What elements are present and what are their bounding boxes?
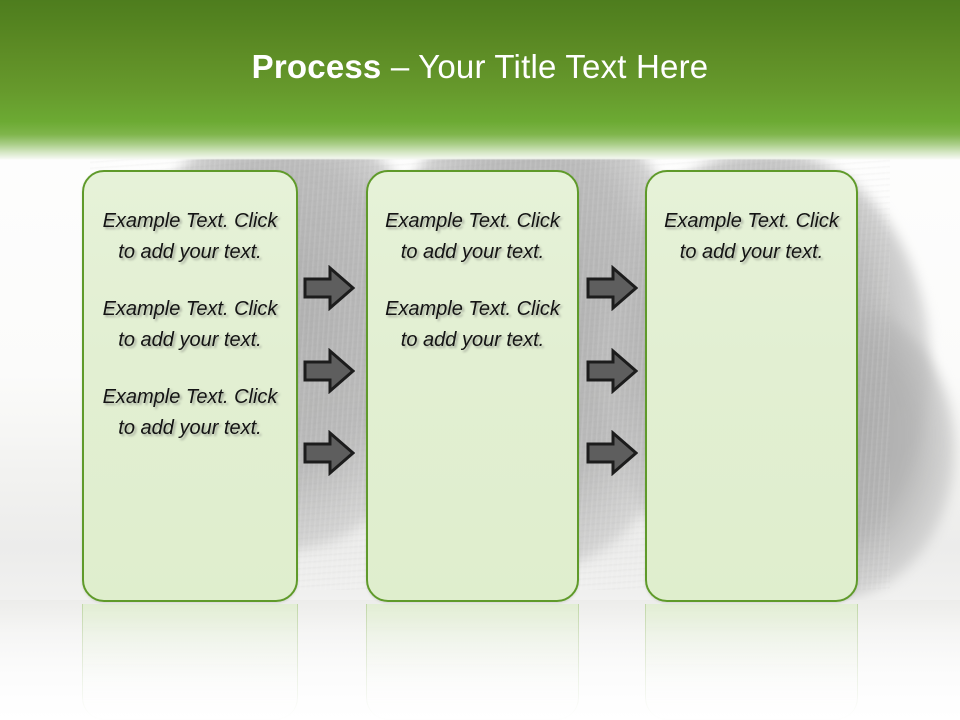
page-title-bold: Process — [251, 48, 382, 85]
process-step-1-paragraph-2[interactable]: Example Text. Click to add your text. — [102, 298, 278, 351]
process-step-2-paragraph-1[interactable]: Example Text. Click to add your text. — [385, 210, 560, 263]
process-step-2-paragraph-2[interactable]: Example Text. Click to add your text. — [385, 298, 560, 351]
header-band — [0, 0, 960, 160]
arrow-step2-to-step3-row1 — [586, 265, 638, 311]
right-arrow-icon — [586, 348, 638, 394]
right-arrow-icon — [586, 265, 638, 311]
page-title: Process – Your Title Text Here — [0, 47, 960, 87]
reflection-step-1 — [82, 604, 298, 720]
process-step-1-paragraph-1[interactable]: Example Text. Click to add your text. — [102, 210, 278, 263]
page-title-rest: – Your Title Text Here — [381, 48, 709, 85]
process-step-3-card[interactable]: Example Text. Click to add your text. — [645, 170, 858, 602]
process-step-3-paragraph-1[interactable]: Example Text. Click to add your text. — [664, 210, 839, 263]
reflection-step-3 — [645, 604, 858, 720]
right-arrow-icon — [586, 430, 638, 476]
arrow-step1-to-step2-row2 — [303, 348, 355, 394]
right-arrow-icon — [303, 348, 355, 394]
process-step-2-card[interactable]: Example Text. Click to add your text. Ex… — [366, 170, 579, 602]
reflection-step-2 — [366, 604, 579, 720]
arrow-step1-to-step2-row3 — [303, 430, 355, 476]
process-step-1-paragraph-3[interactable]: Example Text. Click to add your text. — [102, 386, 278, 439]
right-arrow-icon — [303, 265, 355, 311]
arrow-step2-to-step3-row3 — [586, 430, 638, 476]
right-arrow-icon — [303, 430, 355, 476]
arrow-step1-to-step2-row1 — [303, 265, 355, 311]
process-step-1-card[interactable]: Example Text. Click to add your text. Ex… — [82, 170, 298, 602]
arrow-step2-to-step3-row2 — [586, 348, 638, 394]
